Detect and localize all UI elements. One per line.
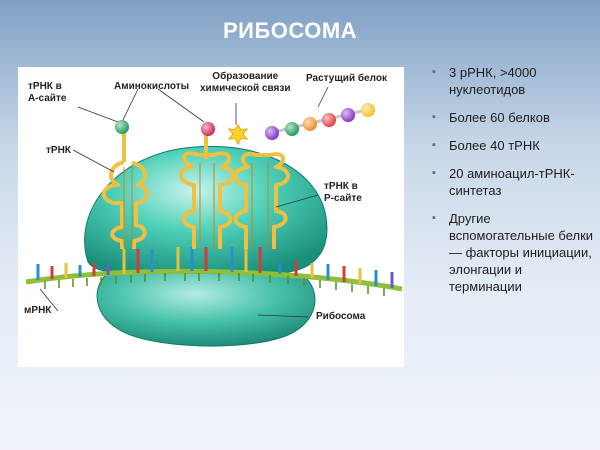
mrna-ticks	[44, 273, 385, 296]
bullet-icon: ▪	[432, 139, 436, 151]
label-growing-protein: Растущий белок	[306, 73, 387, 84]
label-trna: тРНК	[46, 145, 71, 156]
label-mrna: мРНК	[24, 305, 52, 316]
small-subunit	[96, 271, 316, 347]
list-item: ▪3 рРНК, >4000 нуклеотидов	[432, 65, 537, 97]
bullet-icon: ▪	[432, 167, 436, 179]
label-trna-p-site: тРНК в Р-сайте	[324, 181, 362, 204]
peptide-bond-spark	[227, 124, 249, 146]
trna-exit	[233, 152, 290, 249]
trna-inner-lines	[123, 163, 269, 247]
facts-list: ▪3 рРНК, >4000 нуклеотидов ▪Более 60 бел…	[432, 64, 597, 306]
list-item: ▪Более 40 тРНК	[432, 138, 540, 153]
bullet-icon: ▪	[432, 111, 436, 123]
ribosome-figure: тРНК в А-сайте Аминокислоты Образование …	[18, 67, 404, 367]
list-item: ▪Более 60 белков	[432, 110, 550, 125]
list-item: ▪Другие вспомогательные белки — факторы …	[432, 211, 594, 294]
label-trna-a-site: тРНК в А-сайте	[28, 81, 67, 104]
label-amino-acids: Аминокислоты	[114, 81, 190, 92]
trna-a-site	[102, 129, 150, 249]
growing-protein-chain	[265, 103, 375, 140]
label-ribosome: Рибосома	[316, 311, 366, 322]
list-item: ▪20 аминоацил-тРНК-синтетаз	[432, 166, 575, 198]
mrna-strand	[25, 268, 403, 292]
bullet-icon: ▪	[432, 212, 436, 224]
mrna-nucleotides	[36, 247, 394, 288]
pointer-lines	[39, 86, 329, 318]
bullet-icon: ▪	[432, 66, 436, 78]
ribosome-diagram	[25, 86, 403, 347]
slide-title: РИБОСОМА	[222, 18, 358, 43]
label-bond-formation: Образование химической связи	[200, 71, 291, 94]
